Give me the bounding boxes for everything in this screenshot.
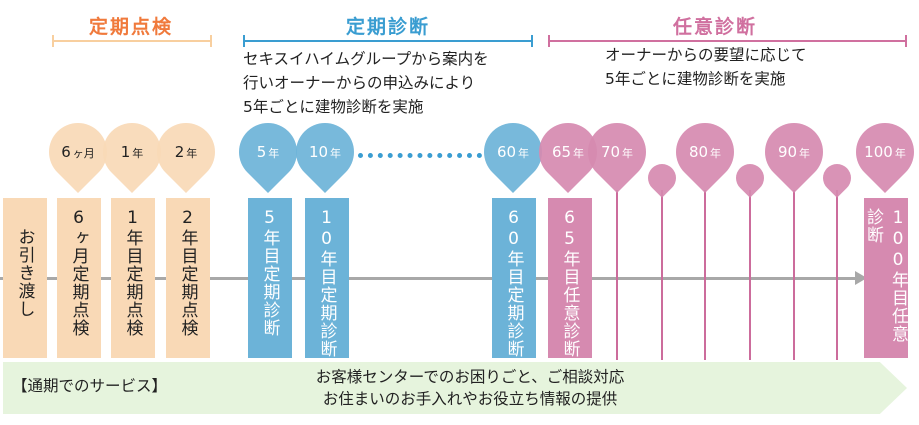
pin-stem (661, 190, 663, 360)
dotted-connector (358, 153, 482, 158)
pin-number: 80 (688, 143, 709, 161)
desc-line: セキスイハイムグループから案内を (243, 50, 489, 68)
pin-unit: 年 (573, 147, 585, 160)
milestone-box: 1年目定期点検 (111, 198, 155, 358)
diagnosis-bracket (243, 35, 533, 47)
milestone-box: 6ヶ月定期点検 (57, 198, 101, 358)
pin-number: 5 (256, 143, 267, 161)
inspection-title: 定期点検 (88, 16, 174, 38)
pin-stem (704, 190, 706, 360)
small-pin-marker-icon (642, 158, 682, 198)
diagnosis-description: セキスイハイムグループから案内を 行いオーナーからの申込みにより 5年ごとに建物… (243, 47, 489, 119)
desc-line: 5年ごとに建物診断を実施 (243, 98, 424, 116)
service-line: お客様センターでのお困りごと、ご相談対応 (315, 368, 625, 386)
small-pin-marker-icon (817, 158, 857, 198)
pin-number: 2 (174, 143, 185, 161)
pin-unit: ヶ月 (72, 147, 95, 160)
milestone-box: 65年目任意診断 (548, 198, 592, 358)
pin-unit: 年 (894, 147, 906, 160)
pin-unit: 年 (268, 147, 280, 160)
desc-line: 5年ごとに建物診断を実施 (605, 70, 786, 88)
pin-unit: 年 (186, 147, 198, 160)
pin-unit: 年 (132, 147, 144, 160)
pin-number: 1 (120, 143, 131, 161)
milestone-box: 60年目定期診断 (492, 198, 536, 358)
milestone-box: 2年目定期点検 (166, 198, 210, 358)
pin-number: 60 (496, 143, 517, 161)
pin-unit: 年 (799, 147, 811, 160)
milestone-box: お引き渡し (3, 198, 47, 358)
pin-stem (616, 190, 618, 360)
pin-unit: 年 (710, 147, 722, 160)
pin-unit: 年 (622, 147, 634, 160)
pin-unit: 年 (518, 147, 530, 160)
diagnosis-title: 定期診断 (345, 16, 431, 38)
timeline-arrow-line (0, 277, 858, 280)
milestone-box: 10年目定期診断 (305, 198, 349, 358)
service-label: 【通期でのサービス】 (12, 377, 168, 395)
pin-stem (793, 190, 795, 360)
small-pin-marker-icon (730, 158, 770, 198)
service-line: お住まいのお手入れやお役立ち情報の提供 (322, 390, 618, 408)
optional-title: 任意診断 (672, 16, 758, 38)
pin-stem (749, 190, 751, 360)
service-band (3, 362, 907, 414)
pin-unit: 年 (330, 147, 342, 160)
optional-bracket (548, 35, 907, 47)
service-text: お客様センターでのお困りごと、ご相談対応 お住まいのお手入れやお役立ち情報の提供 (316, 366, 624, 410)
desc-line: オーナーからの要望に応じて (605, 46, 807, 64)
pin-number: 70 (600, 143, 621, 161)
milestone-box: 5年目定期診断 (248, 198, 292, 358)
desc-line: 行いオーナーからの申込みにより (243, 74, 476, 92)
pin-number: 100 (864, 143, 893, 161)
pin-number: 90 (777, 143, 798, 161)
pin-stem (836, 190, 838, 360)
inspection-bracket (52, 35, 212, 47)
pin-number: 6 (61, 143, 71, 161)
optional-description: オーナーからの要望に応じて 5年ごとに建物診断を実施 (605, 43, 807, 91)
pin-number: 65 (551, 143, 572, 161)
milestone-box: 100年目任意診断 (863, 198, 908, 358)
pin-number: 10 (308, 143, 329, 161)
